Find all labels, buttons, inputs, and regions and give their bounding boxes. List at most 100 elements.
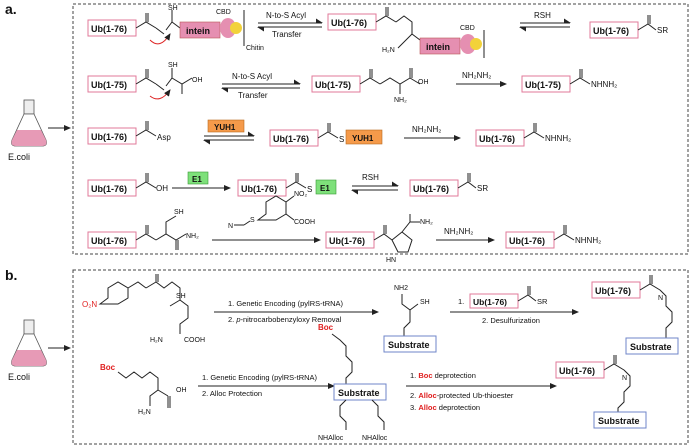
sh-label: SH xyxy=(168,62,178,69)
ub-label: Ub(1-76) xyxy=(413,184,449,194)
n-label: N xyxy=(658,295,663,302)
substrate-label: Substrate xyxy=(630,342,672,352)
step1-label: 1. Genetic Encoding (pylRS-tRNA) xyxy=(202,373,318,382)
reagent-step1: 1. xyxy=(458,297,464,306)
boc-label: Boc xyxy=(100,363,116,372)
row-b2: Boc H₂N OH 1. Genetic Encoding (pylRS-tR… xyxy=(100,323,647,442)
ub-label: Ub(1-75) xyxy=(91,80,127,90)
e1-label: E1 xyxy=(320,184,330,193)
e1-label: E1 xyxy=(192,175,202,184)
ub-label: Ub(1-76) xyxy=(559,366,595,376)
reagent-label: RSH xyxy=(534,11,551,20)
ub-label: Ub(1-75) xyxy=(315,80,351,90)
svg-text:S: S xyxy=(307,185,312,194)
hn-label: HN xyxy=(386,257,396,264)
step2-label: 2. Alloc Protection xyxy=(202,389,262,398)
cbd-shape xyxy=(220,18,236,38)
cooh-label: COOH xyxy=(294,219,315,226)
panel-b-frame xyxy=(72,269,689,445)
n-label: N xyxy=(622,375,627,382)
source-label-a: E.coli xyxy=(8,152,30,162)
oh-label: OH xyxy=(156,184,168,193)
ub-label: Ub(1-76) xyxy=(91,184,127,194)
ub-label: Ub(1-76) xyxy=(241,184,277,194)
h2n-label: H₂N xyxy=(150,337,163,344)
sh-label: SH xyxy=(168,5,178,12)
deprotection-step3: 3. Alloc deprotection xyxy=(410,403,480,412)
reagent-label: NH₂NH₂ xyxy=(462,71,491,80)
sr-label: SR xyxy=(657,26,668,35)
sr-label: SR xyxy=(477,184,488,193)
ub-label: Ub(1-76) xyxy=(91,24,127,34)
h2n-label: H₂N xyxy=(382,47,395,54)
cbd-label: CBD xyxy=(460,25,475,32)
yuh1-box xyxy=(207,119,245,133)
oh-label: OH xyxy=(176,387,187,394)
chitin-bead xyxy=(230,22,242,34)
panel-b-label: b. xyxy=(5,267,17,283)
cbd-label: CBD xyxy=(216,9,231,16)
flask-icon xyxy=(11,99,47,147)
sh-label: SH xyxy=(174,209,184,216)
step2-label: 2. p-nitrocarbobenzyloxy Removal xyxy=(228,315,342,324)
ub-label: Ub(1-76) xyxy=(329,236,365,246)
ub-label: Ub(1-75) xyxy=(525,80,561,90)
intein-label: intein xyxy=(426,42,450,52)
ub-label: Ub(1-76) xyxy=(593,26,629,36)
panel-a-frame xyxy=(72,3,689,255)
row-b1: O₂N SH H₂N COOH 1. Genetic Encoding (pyl… xyxy=(82,274,679,355)
conh2-label: NH₂ xyxy=(420,219,433,226)
asp-label: Asp xyxy=(157,133,171,142)
arrow-bottom-label: Transfer xyxy=(238,91,268,100)
substrate-label: Substrate xyxy=(388,340,430,350)
oh-label: OH xyxy=(418,79,429,86)
ub-label: Ub(1-76) xyxy=(509,236,545,246)
intein-box xyxy=(179,21,221,39)
nhalloc-label: NHAlloc xyxy=(318,435,344,442)
row-a4: Ub(1-76) OH E1 Ub(1-76) S E1 RSH Ub(1-76… xyxy=(87,171,488,197)
arrow-top-label: N-to-S Acyl xyxy=(266,11,306,20)
deprotection-step2: 2. Alloc-protected Ub-thioester xyxy=(410,391,514,400)
ub-label: Ub(1-76) xyxy=(473,297,507,307)
s-label: S xyxy=(250,217,255,224)
reagent-label: NH₂NH₂ xyxy=(444,227,473,236)
intein-box xyxy=(419,37,461,55)
reagent-step2: 2. Desulfurization xyxy=(482,316,540,325)
arrow-bottom-label: Transfer xyxy=(272,30,302,39)
step1-label: 1. Genetic Encoding (pylRS-tRNA) xyxy=(228,299,344,308)
nhnh2-label: NHNH₂ xyxy=(575,236,601,245)
o2n-label: O₂N xyxy=(82,300,97,309)
oh-label: OH xyxy=(192,77,203,84)
nhnh2-label: NHNH₂ xyxy=(591,80,617,89)
sr-label: SR xyxy=(537,297,548,306)
intein-label: intein xyxy=(186,26,210,36)
yuh1-label: YUH1 xyxy=(214,123,236,132)
sh-label: SH xyxy=(176,293,186,300)
reagent-label: RSH xyxy=(362,173,379,182)
row-a5: Ub(1-76) SH NH₂ N S NO₂ COOH Ub(1-76) NH… xyxy=(87,191,601,264)
ub-label: Ub(1-76) xyxy=(331,18,367,28)
arrow-top-label: N-to-S Acyl xyxy=(232,72,272,81)
ub-label: Ub(1-76) xyxy=(91,236,127,246)
nh2-label: NH₂ xyxy=(394,97,407,104)
cooh-label: COOH xyxy=(184,337,205,344)
ub-label: Ub(1-76) xyxy=(273,134,309,144)
ub-label: Ub(1-76) xyxy=(91,132,127,142)
nh2-label: NH₂ xyxy=(186,233,199,240)
nhnh2-label: NHNH₂ xyxy=(545,134,571,143)
substrate-box xyxy=(383,335,437,353)
reagent-label: NH₂NH₂ xyxy=(412,125,441,134)
source-label-b: E.coli xyxy=(8,372,30,382)
h2n-label: H₂N xyxy=(138,409,151,416)
no2-label: NO₂ xyxy=(294,191,308,198)
row-a3: Ub(1-76) Asp YUH1 Ub(1-76) S YUH1 NH₂NH₂… xyxy=(87,119,571,147)
sh-label: SH xyxy=(420,299,430,306)
yuh1-label: YUH1 xyxy=(352,134,374,143)
chitin-label: Chitin xyxy=(246,45,264,52)
panel-a-label: a. xyxy=(5,1,17,17)
substrate-label: Substrate xyxy=(338,388,380,398)
boc-label: Boc xyxy=(318,323,334,332)
ub-label: Ub(1-76) xyxy=(595,286,631,296)
nh2-label: NH2 xyxy=(394,285,408,292)
